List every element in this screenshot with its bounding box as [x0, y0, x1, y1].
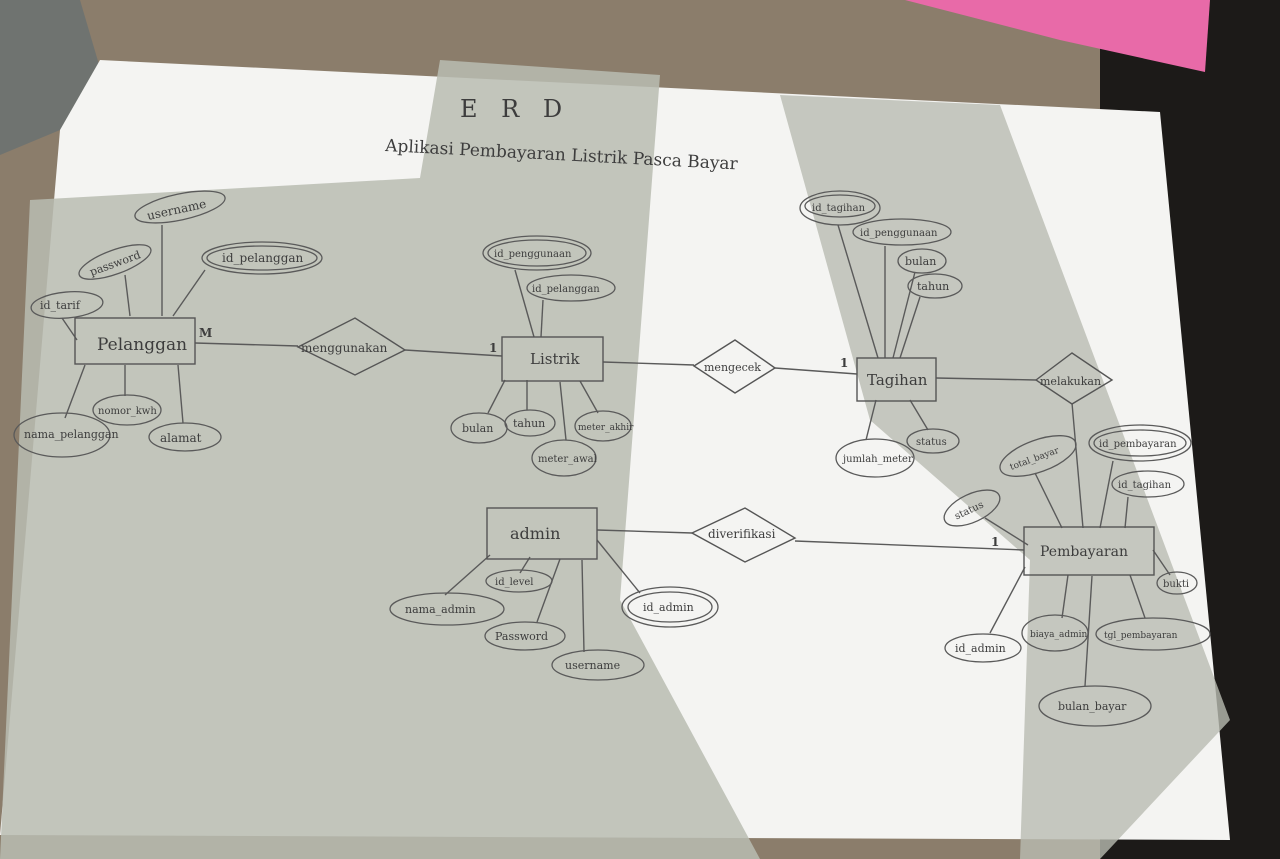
attribute-label: id_admin: [955, 642, 1006, 655]
attribute-nomor-kwh: nomor_kwh: [92, 394, 162, 426]
attribute-meter-akhir: meter_akhir: [574, 410, 634, 442]
attribute-label: Password: [495, 630, 548, 643]
attribute-tgl-pembayaran: tgl_pembayaran: [1095, 617, 1211, 651]
attribute-label: bulan_bayar: [1058, 700, 1127, 713]
attribute-label: meter_awal: [538, 454, 597, 465]
relationship-melakukan: melakukan: [1034, 352, 1114, 405]
attribute-label: username: [565, 659, 620, 672]
attribute-status: status: [906, 428, 960, 454]
attribute-jumlah-meter: jumlah_meter: [835, 438, 915, 478]
relationship-label: melakukan: [1040, 375, 1101, 388]
cardinality-m: M: [199, 326, 212, 340]
attribute-label: id_admin: [643, 601, 694, 614]
connector-lines: [61, 224, 1171, 687]
attribute-bulan-bayar: bulan_bayar: [1038, 685, 1152, 727]
attribute-label: nomor_kwh: [98, 406, 157, 417]
relationship-label: mengecek: [704, 361, 761, 374]
attribute-id-tagihan: id_tagihan: [799, 190, 881, 226]
attribute-alamat: alamat: [148, 422, 222, 452]
attribute-label: id_tagihan: [812, 203, 866, 214]
attribute-nama-admin: nama_admin: [389, 592, 505, 626]
attribute-tahun: tahun: [907, 273, 963, 299]
cardinality-1: 1: [840, 356, 848, 370]
attribute-label: id_level: [495, 577, 533, 588]
entity-listrik: Listrik: [501, 336, 604, 382]
attribute-label: jumlah_meter: [842, 454, 913, 465]
attribute-bukti: bukti: [1156, 571, 1198, 595]
attribute-meter-awal: meter_awal: [531, 439, 597, 477]
relationship-mengecek: mengecek: [692, 339, 777, 394]
attribute-label: id_penggunaan: [494, 249, 572, 260]
attribute-label: id_pelanggan: [222, 251, 304, 265]
entity-label: Listrik: [530, 350, 580, 368]
attribute-id-tagihan: id_tagihan: [1111, 470, 1185, 498]
attribute-nama-pelanggan: nama_pelanggan: [13, 412, 119, 458]
attribute-label: bulan: [905, 255, 936, 268]
entity-label: Pembayaran: [1040, 544, 1128, 560]
laptop-corner: [0, 0, 105, 155]
attribute-id-pembayaran: id_pembayaran: [1088, 424, 1192, 462]
attribute-id-admin: id_admin: [621, 586, 719, 628]
attribute-label: status: [916, 437, 947, 448]
attribute-label: id_tarif: [40, 299, 81, 312]
relationship-menggunakan: menggunakan: [296, 317, 407, 376]
pink-notebook: [905, 0, 1210, 72]
attribute-id-penggunaan: id_penggunaan: [482, 235, 592, 271]
attribute-label: alamat: [160, 431, 202, 445]
attribute-label: bukti: [1163, 579, 1189, 590]
entity-label: Tagihan: [867, 371, 928, 389]
attribute-label: id_penggunaan: [860, 228, 938, 239]
diagram-title: E R D: [460, 95, 570, 123]
attribute-label: tgl_pembayaran: [1104, 631, 1178, 641]
relationship-diverifikasi: diverifikasi: [690, 507, 797, 563]
attribute-label: bulan: [462, 422, 493, 435]
attribute-label: meter_akhir: [578, 423, 634, 433]
attribute-label: tahun: [917, 280, 949, 293]
attribute-tahun: tahun: [504, 409, 556, 437]
attribute-id-pelanggan: id_pelanggan: [526, 274, 616, 302]
attribute-password: Password: [484, 621, 566, 651]
attribute-id-penggunaan: id_penggunaan: [852, 218, 952, 246]
attribute-label: id_pembayaran: [1099, 439, 1177, 450]
entity-label: admin: [510, 524, 560, 543]
attribute-label: nama_pelanggan: [24, 428, 119, 441]
attribute-label: nama_admin: [405, 603, 476, 616]
attribute-id-tarif: id_tarif: [30, 291, 104, 319]
entity-tagihan: Tagihan: [856, 357, 937, 402]
entity-label: Pelanggan: [97, 335, 187, 355]
attribute-username: username: [551, 649, 645, 681]
attribute-id-admin: id_admin: [944, 633, 1022, 663]
cardinality-1: 1: [991, 535, 999, 549]
attribute-label: id_tagihan: [1118, 480, 1172, 491]
attribute-id-pelanggan: id_pelanggan: [201, 241, 323, 275]
attribute-id-level: id_level: [485, 569, 553, 593]
entity-pelanggan: Pelanggan: [74, 317, 196, 365]
entity-pembayaran: Pembayaran: [1023, 526, 1155, 576]
relationship-label: menggunakan: [301, 341, 388, 355]
cardinality-1: 1: [489, 341, 497, 355]
shadow-area: [0, 60, 760, 859]
attribute-label: id_pelanggan: [532, 284, 600, 295]
attribute-label: biaya_admin: [1030, 630, 1087, 640]
attribute-bulan: bulan: [897, 248, 947, 274]
shadow-area-right: [780, 95, 1230, 859]
relationship-label: diverifikasi: [708, 527, 776, 541]
entity-admin: admin: [486, 507, 598, 560]
attribute-label: tahun: [513, 417, 545, 430]
attribute-biaya-admin: biaya_admin: [1021, 614, 1089, 652]
